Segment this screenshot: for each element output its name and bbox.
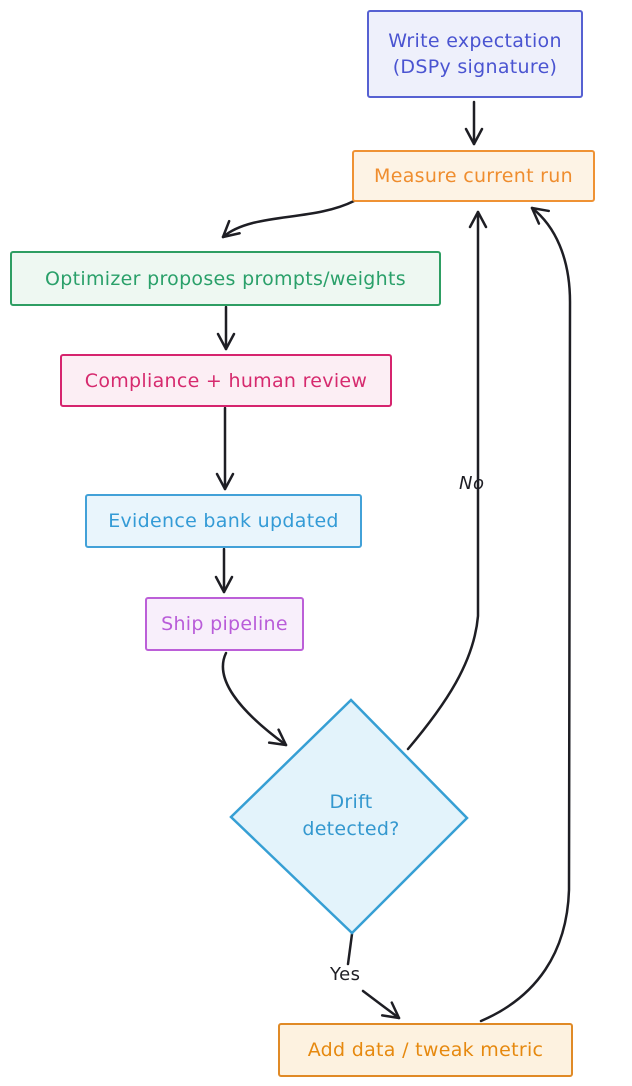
node-label: Measure current run — [374, 165, 573, 187]
node-label-line1: Write expectation — [388, 30, 562, 52]
arrow-ship-to-drift — [221, 651, 288, 747]
edge-label-no: No — [459, 473, 485, 494]
node-label: Ship pipeline — [161, 613, 288, 635]
node-ship-pipeline: Ship pipeline — [145, 597, 304, 651]
node-label: Evidence bank updated — [108, 510, 339, 532]
node-drift-detected-diamond — [229, 698, 469, 935]
node-measure-current-run: Measure current run — [352, 150, 595, 202]
arrow-drift-no-to-measure — [406, 210, 488, 751]
node-add-data-tweak-metric: Add data / tweak metric — [278, 1023, 573, 1077]
node-optimizer-proposes: Optimizer proposes prompts/weights — [10, 251, 441, 306]
arrow-drift-yes-segment — [346, 932, 354, 966]
arrow-measure-to-optimizer — [221, 199, 356, 239]
arrow-yes-to-add-data — [361, 989, 401, 1020]
node-label-line1: Drift — [329, 791, 373, 813]
node-label-line2: (DSPy signature) — [392, 56, 558, 78]
node-evidence-bank: Evidence bank updated — [85, 494, 362, 548]
node-drift-detected-label: Drift detected? — [251, 789, 451, 843]
edge-label-yes: Yes — [330, 964, 361, 985]
node-label: Compliance + human review — [84, 369, 368, 392]
node-label-line2: detected? — [302, 818, 400, 840]
node-compliance-review: Compliance + human review — [60, 354, 392, 407]
node-label: Optimizer proposes prompts/weights — [45, 267, 406, 290]
arrow-add-data-to-measure — [479, 206, 572, 1023]
node-label: Add data / tweak metric — [307, 1039, 544, 1061]
node-write-expectation: Write expectation (DSPy signature) — [367, 10, 583, 98]
